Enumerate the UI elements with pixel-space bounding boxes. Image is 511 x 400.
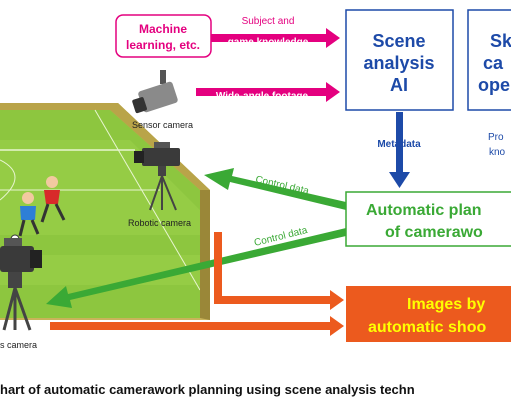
images-output-box: Images by automatic shoo (346, 286, 511, 342)
player-blue (18, 192, 40, 237)
professional-knowledge-label-1: Pro (488, 132, 504, 143)
svg-text:Images by: Images by (407, 296, 485, 313)
wide-angle-label: Wide-angle footage (216, 91, 309, 102)
svg-text:ope: ope (478, 75, 510, 95)
bottom-camera-output-arrow (50, 316, 344, 336)
svg-text:Automatic plan: Automatic plan (366, 202, 482, 219)
subject-knowledge-label-2: game knowledge (228, 37, 309, 48)
metadata-arrow (389, 112, 410, 188)
sensor-camera-icon (132, 70, 178, 114)
svg-text:automatic shoo: automatic shoo (368, 319, 486, 336)
skilled-operator-box: Sk ca ope (467, 9, 511, 111)
svg-text:Scene: Scene (372, 31, 425, 51)
svg-text:ca: ca (483, 53, 504, 73)
control-data-arrow-1 (204, 168, 346, 210)
robotic-camera-label: Robotic camera (128, 218, 191, 228)
machine-learning-box: Machine learning, etc. (115, 14, 212, 58)
svg-text:Machine: Machine (139, 22, 187, 36)
control-data-arrow-2 (46, 228, 346, 308)
player-red (40, 176, 66, 223)
robotic-camera-icon (134, 142, 180, 211)
wide-angle-arrow (196, 82, 340, 102)
svg-text:of camerawo: of camerawo (385, 224, 483, 241)
scene-analysis-ai-box: Scene analysis AI (345, 9, 454, 111)
robotic-camera-output-arrow (214, 232, 344, 310)
automatic-planning-box: Automatic plan of camerawo (345, 191, 511, 247)
subject-knowledge-label-1: Subject and (242, 16, 295, 27)
professional-knowledge-label-2: kno (489, 147, 506, 158)
bottom-camera-icon (0, 238, 42, 331)
svg-text:AI: AI (390, 75, 408, 95)
metadata-label: Metadata (377, 139, 421, 150)
svg-text:analysis: analysis (363, 53, 434, 73)
svg-text:learning, etc.: learning, etc. (126, 38, 200, 52)
diagram-caption: hart of automatic camerawork planning us… (0, 382, 415, 397)
sensor-camera-label: Sensor camera (132, 120, 193, 130)
svg-text:Sk: Sk (490, 31, 511, 51)
bottom-camera-label: s camera (0, 340, 37, 350)
knowledge-arrow (211, 28, 340, 48)
